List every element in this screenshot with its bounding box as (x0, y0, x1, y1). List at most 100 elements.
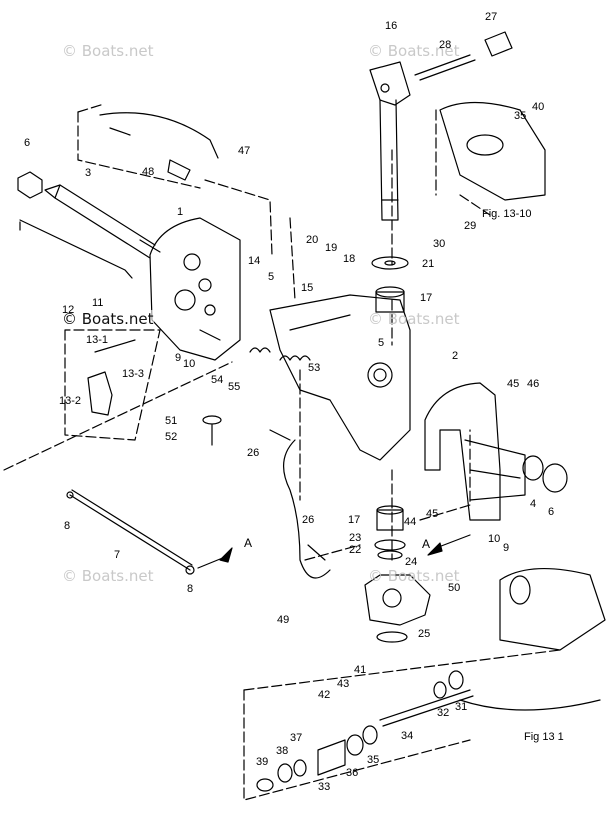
part-label-24: 24 (405, 556, 418, 568)
part-label-34: 34 (401, 730, 414, 742)
washer-4 (522, 455, 544, 481)
part-label-46: 46 (527, 378, 540, 390)
part-label-11: 11 (92, 297, 104, 309)
rod-11 (19, 219, 133, 279)
arrow-label-a-left: A (244, 536, 253, 550)
part-label-43: 43 (337, 678, 350, 690)
watermark-bottom-left: © Boats.net (62, 567, 154, 585)
part-label-4: 4 (530, 498, 537, 510)
watermark-top-right: © Boats.net (368, 42, 460, 60)
part-label-1: 1 (177, 206, 184, 218)
nut-6-right (542, 463, 568, 493)
part-label-45-mid: 45 (426, 508, 439, 520)
part-label-30: 30 (433, 238, 446, 250)
part-label-13-1: 13-1 (86, 334, 109, 346)
part-label-45-top: 45 (507, 378, 520, 390)
part-label-20: 20 (306, 234, 319, 246)
oring-25 (376, 631, 408, 643)
part-label-17-bottom: 17 (348, 514, 361, 526)
bushing-bolt (414, 31, 513, 81)
part-label-13-3: 13-3 (122, 368, 145, 380)
part-label-35-top: 35 (514, 110, 527, 122)
part-label-14: 14 (248, 255, 261, 267)
assembly-guide-lines (3, 103, 561, 801)
part-label-10-right: 10 (488, 533, 501, 545)
part-label-19: 19 (325, 242, 338, 254)
part-label-6-right: 6 (548, 506, 555, 518)
part-label-15: 15 (301, 282, 314, 294)
part-label-23: 23 (349, 532, 362, 544)
part-label-54: 54 (211, 374, 224, 386)
part-label-26-top: 26 (247, 447, 260, 459)
part-label-18: 18 (343, 253, 356, 265)
steering-arm-24 (364, 574, 431, 626)
part-label-9-left: 9 (175, 352, 182, 364)
part-label-25: 25 (418, 628, 431, 640)
part-label-7: 7 (114, 549, 121, 561)
figure-ref-13-10: Fig. 13-10 (482, 208, 532, 220)
part-label-12: 12 (62, 304, 75, 316)
part-label-27: 27 (485, 11, 498, 23)
figure-ref-13-1: Fig 13 1 (524, 731, 564, 743)
watermark-bottom-right: © Boats.net (368, 567, 460, 585)
part-label-10-left: 10 (183, 358, 196, 370)
bushing-17-lower (376, 509, 404, 531)
part-label-35-bottom: 35 (367, 754, 380, 766)
part-label-8-bottom: 8 (187, 583, 194, 595)
cable-26 (283, 439, 331, 579)
swivel-bracket (269, 294, 411, 461)
part-label-44: 44 (404, 516, 417, 528)
arrow-label-a-right: A (422, 537, 431, 551)
part-label-3: 3 (85, 167, 92, 179)
part-label-53: 53 (308, 362, 321, 374)
part-label-36: 36 (346, 767, 359, 779)
cylinder-33 (317, 739, 346, 776)
springs-53 (249, 347, 311, 361)
bracket-left (149, 217, 241, 361)
part-label-28: 28 (439, 39, 452, 51)
part-label-13-2: 13-2 (59, 395, 82, 407)
part-label-8-left: 8 (64, 520, 71, 532)
part-label-38: 38 (276, 745, 289, 757)
cover-47 (99, 112, 219, 159)
part-label-47: 47 (238, 145, 251, 157)
shaft-34 (379, 689, 471, 721)
housing-fig-13-10 (439, 101, 546, 201)
housing-fig-13-1 (499, 568, 606, 651)
part-label-21: 21 (422, 258, 435, 270)
part-label-33: 33 (318, 781, 331, 793)
watermark-top-left: © Boats.net (62, 42, 154, 60)
washer-21 (371, 256, 409, 270)
part-label-6-left: 6 (24, 137, 31, 149)
spring-13-1 (94, 339, 136, 353)
part-label-22: 22 (349, 544, 362, 556)
part-label-39: 39 (256, 756, 269, 768)
bracket-right (424, 382, 526, 521)
part-label-40: 40 (532, 101, 545, 113)
part-label-32: 32 (437, 707, 450, 719)
part-label-9-right: 9 (503, 542, 510, 554)
tilt-tube (44, 184, 161, 259)
part-label-55: 55 (228, 381, 241, 393)
part-label-5-right: 5 (378, 337, 385, 349)
part-label-42: 42 (318, 689, 331, 701)
rod-7 (69, 494, 191, 571)
part-label-26-bottom: 26 (302, 514, 315, 526)
steering-shaft (369, 61, 411, 221)
part-label-29: 29 (464, 220, 477, 232)
part-label-16: 16 (385, 20, 398, 32)
part-label-2: 2 (452, 350, 459, 362)
part-label-41: 41 (354, 664, 367, 676)
part-label-51: 51 (165, 415, 178, 427)
part-label-5-left: 5 (268, 271, 275, 283)
part-label-49: 49 (277, 614, 290, 626)
part-label-31: 31 (455, 701, 468, 713)
lever-13-2 (87, 371, 113, 416)
watermark-mid-left: © Boats.net (62, 310, 154, 328)
part-label-37: 37 (290, 732, 303, 744)
part-label-48: 48 (142, 166, 155, 178)
nut-6-left (17, 171, 43, 199)
part-label-52: 52 (165, 431, 178, 443)
watermark-mid-right: © Boats.net (368, 310, 460, 328)
